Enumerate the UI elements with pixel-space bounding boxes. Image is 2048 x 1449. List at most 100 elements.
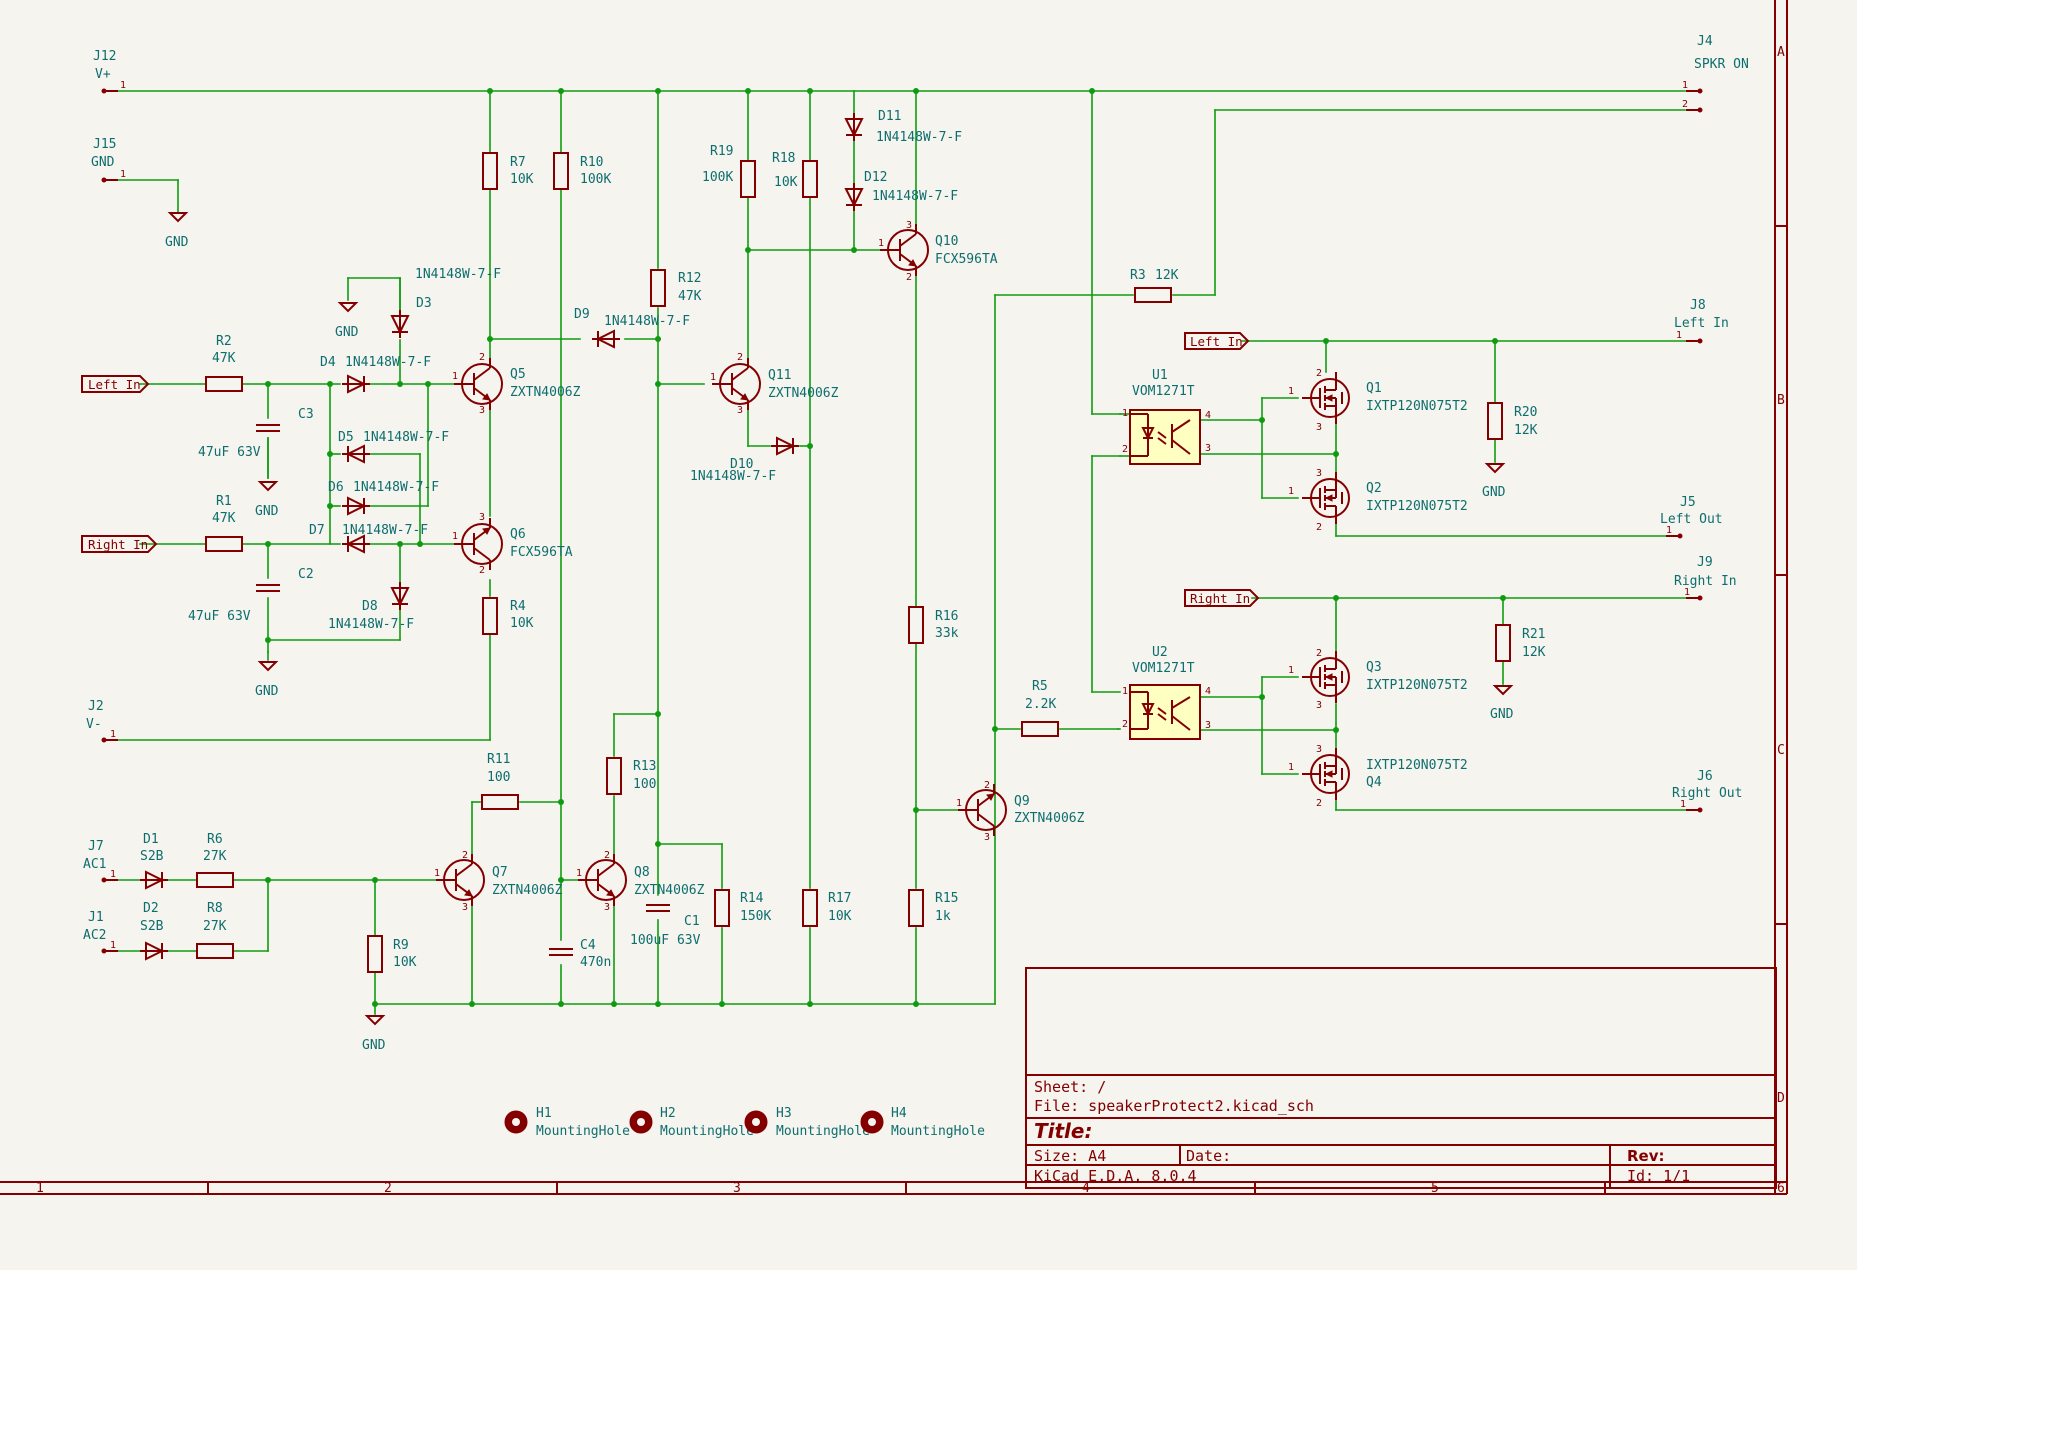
- resistor-r9[interactable]: R9 10K: [367, 935, 417, 973]
- mounting-hole-h4[interactable]: H4 MountingHole: [860, 1106, 985, 1139]
- resistor-r4[interactable]: R4 10K: [482, 597, 534, 635]
- resistor-r12[interactable]: R12 47K: [650, 269, 702, 307]
- resistor-r1[interactable]: R1 47K: [205, 494, 243, 552]
- resistor-r6[interactable]: R6 27K: [196, 832, 234, 888]
- capacitor-c1[interactable]: C1 100uF 63V: [630, 904, 701, 948]
- connector-j4[interactable]: J4 SPKR ON 1 2: [1682, 34, 1749, 113]
- value-label: 10K: [510, 616, 534, 631]
- connector-j15[interactable]: J15 GND 1: [91, 137, 126, 183]
- global-label-right-in-2[interactable]: Right In: [1184, 589, 1260, 607]
- ref-label: R15: [935, 891, 958, 906]
- resistor-r20[interactable]: R20 12K: [1487, 402, 1538, 440]
- value-label: GND: [91, 155, 115, 170]
- ref-label: J15: [93, 137, 116, 152]
- resistor-r11[interactable]: R11 100: [481, 752, 519, 810]
- resistor-r14[interactable]: R14 150K: [714, 889, 771, 927]
- resistor-r5[interactable]: R5 2.2K: [1021, 679, 1059, 737]
- mosfet-q2[interactable]: 1 2 3 Q2 IXTP120N075T2: [1288, 468, 1468, 533]
- optocoupler-u1[interactable]: 1 2 4 3 U1 VOM1271T: [1119, 368, 1211, 465]
- resistor-r18[interactable]: R18 10K: [772, 151, 818, 198]
- diode-d9[interactable]: D9 1N4148W-7-F: [574, 307, 690, 348]
- resistor-r15[interactable]: R15 1k: [908, 889, 958, 927]
- transistor-q8[interactable]: 1 2 3 Q8 ZXTN4006Z: [576, 850, 705, 913]
- connector-j12[interactable]: J12 V+ 1: [93, 49, 126, 94]
- capacitor-c3[interactable]: C3 47uF 63V: [198, 407, 314, 460]
- connector-j9[interactable]: J9 Right In 1: [1674, 555, 1737, 601]
- connector-j6[interactable]: J6 Right Out 1: [1672, 769, 1742, 813]
- global-label-right-in[interactable]: Right In: [81, 535, 158, 553]
- connector-j2[interactable]: J2 V- 1: [86, 699, 119, 743]
- pin-number: 3: [1316, 700, 1322, 711]
- value-label: 47uF 63V: [188, 609, 251, 624]
- mounting-hole-h2[interactable]: H2 MountingHole: [629, 1106, 754, 1139]
- ref-label: Q4: [1366, 775, 1382, 790]
- diode-d3[interactable]: D3 1N4148W-7-F: [391, 267, 501, 339]
- title-block-sheet: Sheet: /: [1034, 1078, 1106, 1096]
- global-label-left-in[interactable]: Left In: [81, 375, 150, 393]
- capacitor-c4[interactable]: C4 470n: [548, 938, 611, 970]
- diode-d10[interactable]: D10 1N4148W-7-F: [690, 437, 800, 484]
- transistor-q6[interactable]: 1 2 3 Q6 FCX596TA: [452, 512, 573, 576]
- ref-label: J2: [88, 699, 104, 714]
- value-label: ZXTN4006Z: [510, 385, 581, 400]
- resistor-r10[interactable]: R10 100K: [553, 152, 611, 190]
- ref-label: D2: [143, 901, 159, 916]
- title-block-title: Title:: [1034, 1119, 1092, 1143]
- schematic-sheet: [0, 0, 1857, 1270]
- value-label: IXTP120N075T2: [1366, 758, 1468, 773]
- diode-d7[interactable]: D7 1N4148W-7-F: [309, 523, 428, 553]
- transistor-q5[interactable]: 1 2 3 Q5 ZXTN4006Z: [452, 352, 581, 416]
- connector-j8[interactable]: J8 Left In 1: [1674, 298, 1729, 344]
- transistor-q11[interactable]: 1 2 3 Q11 ZXTN4006Z: [710, 352, 839, 416]
- capacitor-c2[interactable]: C2 47uF 63V: [188, 567, 314, 624]
- diode-d1[interactable]: D1 S2B: [139, 832, 169, 889]
- resistor-r3[interactable]: R3 12K: [1130, 268, 1179, 303]
- transistor-q7[interactable]: 1 2 3 Q7 ZXTN4006Z: [434, 850, 563, 913]
- transistor-q10[interactable]: 1 3 2 Q10 FCX596TA: [878, 220, 998, 283]
- gnd-symbol: GND: [1490, 685, 1514, 722]
- value-label: 1N4148W-7-F: [342, 523, 428, 538]
- pin-number: 2: [1316, 798, 1322, 809]
- value-label: 1N4148W-7-F: [872, 189, 958, 204]
- gnd-symbol: GND: [362, 1015, 386, 1053]
- diode-d4[interactable]: D4 1N4148W-7-F: [320, 355, 431, 393]
- transistor-q9[interactable]: 1 2 3 Q9 ZXTN4006Z: [956, 780, 1085, 843]
- resistor-r17[interactable]: R17 10K: [802, 889, 852, 927]
- connector-j7[interactable]: J7 AC1 1: [83, 839, 119, 883]
- mounting-hole-h3[interactable]: H3 MountingHole: [744, 1106, 870, 1139]
- ref-label: C3: [298, 407, 314, 422]
- mounting-hole-h1[interactable]: H1 MountingHole: [504, 1106, 630, 1139]
- label-text: Right In: [1190, 591, 1250, 606]
- pin-number: 3: [479, 405, 485, 416]
- resistor-r21[interactable]: R21 12K: [1495, 624, 1546, 662]
- pin-number: 2: [479, 565, 485, 576]
- connector-j1[interactable]: J1 AC2 1: [83, 910, 119, 954]
- global-label-left-in-2[interactable]: Left In: [1184, 332, 1250, 350]
- mosfet-q4[interactable]: 1 2 3 Q4 IXTP120N075T2: [1288, 744, 1468, 809]
- diode-d12[interactable]: D12 1N4148W-7-F: [845, 170, 958, 212]
- mosfet-q1[interactable]: 1 2 3 Q1 IXTP120N075T2: [1288, 368, 1468, 433]
- resistor-r2[interactable]: R2 47K: [205, 334, 243, 392]
- resistor-r8[interactable]: R8 27K: [196, 901, 234, 959]
- resistor-r19[interactable]: R19 100K: [702, 144, 756, 198]
- value-label: VOM1271T: [1132, 384, 1195, 399]
- diode-d6[interactable]: D6 1N4148W-7-F: [328, 480, 439, 515]
- ref-label: R18: [772, 151, 795, 166]
- value-label: 33k: [935, 626, 959, 641]
- label-text: Right In: [88, 537, 148, 552]
- diode-d11[interactable]: D11 1N4148W-7-F: [845, 109, 962, 145]
- connector-j5[interactable]: J5 Left Out 1: [1660, 495, 1723, 539]
- ref-label: J7: [88, 839, 104, 854]
- ref-label: R16: [935, 609, 958, 624]
- diode-d2[interactable]: D2 S2B: [139, 901, 169, 960]
- diode-d8[interactable]: D8 1N4148W-7-F: [328, 581, 414, 632]
- diode-d5[interactable]: D5 1N4148W-7-F: [338, 430, 449, 463]
- mosfet-q3[interactable]: 1 2 3 Q3 IXTP120N075T2: [1288, 648, 1468, 711]
- resistor-r7[interactable]: R7 10K: [482, 152, 534, 190]
- resistor-r16[interactable]: R16 33k: [908, 606, 959, 644]
- resistor-r13[interactable]: R13 100: [606, 757, 656, 795]
- value-label: AC1: [83, 857, 106, 872]
- optocoupler-u2[interactable]: 1 2 4 3 U2 VOM1271T: [1122, 645, 1211, 740]
- ref-label: U2: [1152, 645, 1168, 660]
- ref-label: Q6: [510, 527, 526, 542]
